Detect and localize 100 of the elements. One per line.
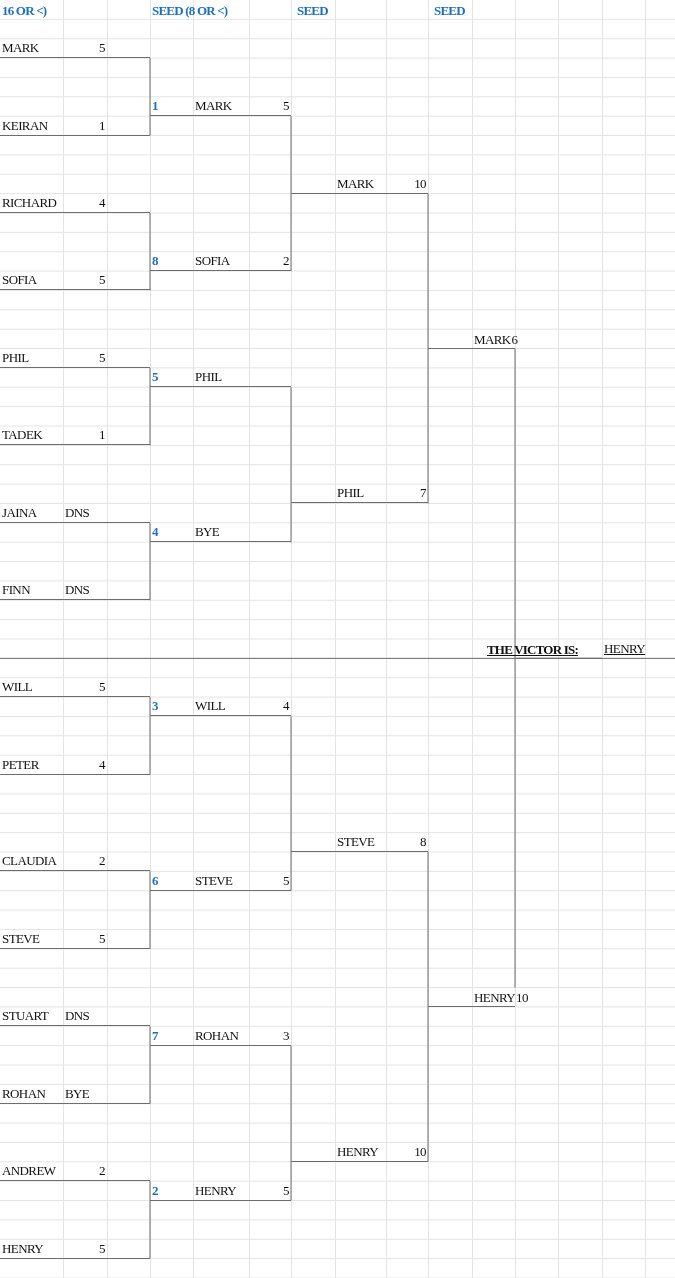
player-name: ROHAN	[2, 1086, 46, 1100]
score: 5	[283, 1183, 289, 1197]
score: DNS	[65, 1009, 90, 1023]
score: 5	[283, 873, 289, 887]
player-name: MARK	[474, 332, 511, 346]
seed-number: 2	[152, 1183, 158, 1197]
player-name: CLAUDIA	[2, 854, 57, 868]
score: 5	[99, 41, 105, 55]
bracket-line	[290, 1161, 292, 1202]
seed-number: 5	[152, 370, 158, 384]
score: 10	[414, 176, 426, 190]
bracket-line	[427, 851, 429, 1008]
score: 4	[99, 757, 105, 771]
bracket-line	[149, 386, 151, 446]
seed-number: 1	[152, 99, 158, 113]
score: 2	[283, 254, 289, 268]
bracket-line	[290, 193, 292, 272]
bracket-line	[290, 1045, 292, 1163]
player-name: SOFIA	[195, 254, 230, 268]
bracket-line	[290, 502, 292, 543]
score: 4	[99, 196, 105, 209]
player-name: TADEK	[2, 428, 42, 442]
bracket-line	[427, 348, 429, 504]
player-name: PHIL	[195, 370, 222, 384]
bracket-line	[149, 522, 151, 543]
column-header: SEED	[434, 3, 465, 19]
player-name: HENRY	[604, 642, 646, 656]
bracket-line	[149, 212, 151, 272]
bracket-line	[149, 696, 151, 717]
bracket-line	[290, 851, 292, 892]
score: 1	[99, 428, 105, 442]
victor-label: THE VICTOR IS:	[487, 642, 578, 658]
player-name: HENRY	[2, 1241, 44, 1255]
seed-number: 8	[152, 254, 158, 268]
seed-number: 4	[152, 525, 158, 539]
bracket-line	[290, 115, 292, 195]
player-name: PHIL	[2, 350, 29, 364]
score: 5	[283, 99, 289, 113]
bracket-line	[149, 1025, 151, 1047]
player-name: WILL	[195, 699, 226, 713]
column-header: SEED (8 OR <)	[152, 3, 228, 19]
bracket-line	[149, 715, 151, 776]
player-name: MARK	[195, 99, 232, 113]
player-name: HENRY	[195, 1183, 237, 1197]
bracket-line	[149, 1200, 151, 1260]
bracket-line	[427, 193, 429, 350]
bracket-line	[149, 870, 151, 892]
bracket-line	[149, 541, 151, 601]
player-name: HENRY	[474, 990, 516, 1004]
player-name: PETER	[2, 757, 39, 771]
bracket-line	[149, 57, 151, 117]
score: 3	[283, 1028, 289, 1042]
score: 5	[99, 1241, 105, 1255]
player-name: STEVE	[195, 873, 233, 887]
score: DNS	[65, 583, 90, 597]
bracket-line	[290, 715, 292, 853]
player-name: FINN	[2, 583, 30, 597]
player-name: RICHARD	[2, 196, 57, 209]
score: 5	[99, 350, 105, 364]
player-name: STEVE	[337, 835, 375, 848]
bracket-line	[149, 270, 151, 291]
score: 2	[99, 854, 105, 868]
player-name: ANDREW	[2, 1164, 56, 1178]
player-name: MARK	[337, 176, 374, 190]
player-name: KEIRAN	[2, 118, 48, 132]
bracket-line	[149, 890, 151, 950]
player-name: HENRY	[337, 1144, 379, 1158]
player-name: JAINA	[2, 505, 37, 519]
score: 7	[420, 486, 426, 500]
column-header: SEED	[297, 3, 328, 19]
player-name: STUART	[2, 1009, 49, 1023]
player-name: MARK	[2, 41, 39, 55]
score: 5	[99, 273, 105, 287]
score: 4	[283, 699, 289, 713]
bracket-line	[427, 1006, 429, 1163]
player-name: SOFIA	[2, 273, 37, 287]
seed-number: 6	[152, 873, 158, 887]
bracket-line	[290, 386, 292, 504]
score: 2	[99, 1164, 105, 1178]
score: BYE	[65, 1086, 90, 1100]
score: 10	[414, 1144, 426, 1158]
score: 10	[516, 990, 528, 1004]
player-name: STEVE	[2, 931, 40, 945]
bracket-line	[149, 1180, 151, 1202]
bracket-line	[514, 657, 603, 989]
player-name: PHIL	[337, 486, 364, 500]
seed-number: 3	[152, 699, 158, 713]
score: 5	[99, 680, 105, 694]
player-name: BYE	[195, 525, 220, 539]
player-name: WILL	[2, 680, 33, 694]
score: DNS	[65, 505, 90, 519]
score: 8	[420, 835, 426, 848]
seed-number: 7	[152, 1028, 158, 1042]
score: 5	[99, 931, 105, 945]
bracket-line	[149, 115, 151, 137]
player-name: ROHAN	[195, 1028, 239, 1042]
score: 6	[511, 332, 518, 346]
bracket-line	[149, 367, 151, 388]
bracket-line	[149, 1045, 151, 1105]
score: 1	[99, 118, 105, 132]
